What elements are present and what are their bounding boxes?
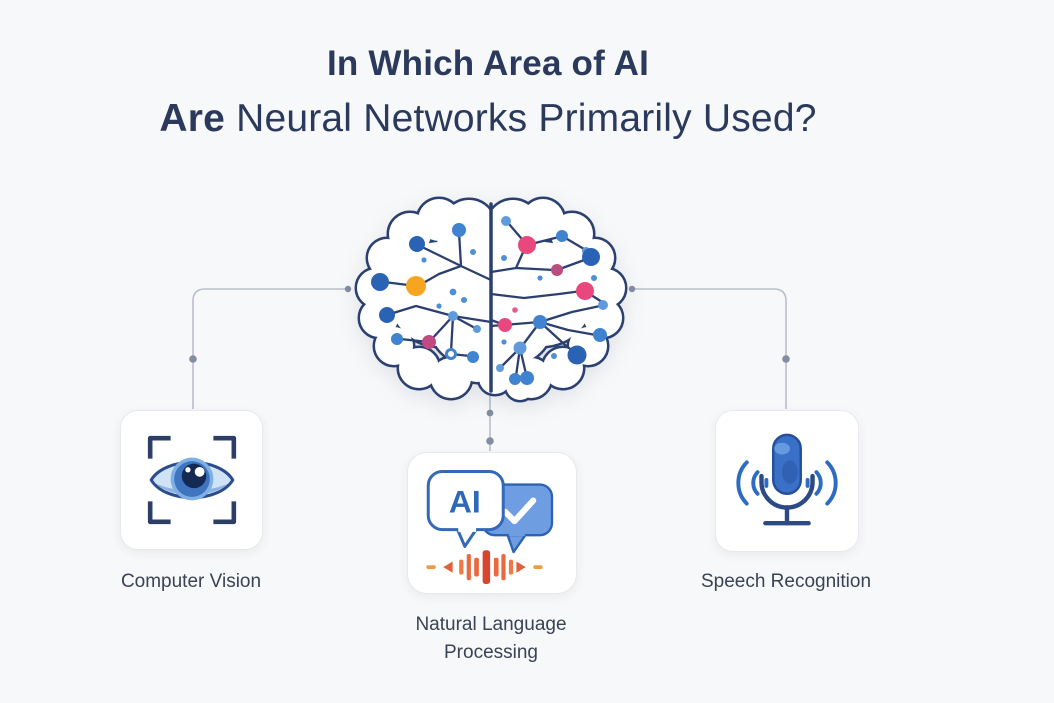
speech-recognition-card [715, 410, 859, 552]
title-line-1: In Which Area of AI [326, 44, 650, 83]
connector-dot [486, 409, 494, 417]
connector-dot [628, 285, 636, 293]
connector-right [632, 288, 787, 409]
ai-chat-bubbles-waveform-icon: AI [426, 469, 554, 584]
natural-language-processing-card: AI [407, 452, 577, 594]
connector-dot [782, 355, 790, 363]
microphone-icon [736, 433, 838, 526]
computer-vision-card [120, 410, 263, 550]
page-title: In Which Area of AI Are Neural Networks … [0, 44, 976, 141]
neuron-nodes [371, 216, 608, 385]
connector-dot [189, 355, 197, 363]
connector-dot [486, 437, 494, 445]
eye-scan-icon [147, 435, 236, 525]
computer-vision-label: Computer Vision [120, 571, 262, 592]
waveform-icon [426, 550, 543, 584]
natural-language-processing-label: Natural Language Processing [415, 614, 567, 663]
speech-recognition-label: Speech Recognition [700, 571, 872, 592]
connector-dot [344, 285, 352, 293]
ai-bubble-text: AI [449, 484, 481, 520]
brain-neural-network-illustration [354, 196, 628, 403]
connector-left [192, 288, 348, 409]
title-emphasis: Are [159, 97, 226, 140]
title-rest: Neural Networks Primarily Used? [236, 97, 817, 140]
title-line-2: Are Neural Networks Primarily Used? [0, 97, 976, 141]
